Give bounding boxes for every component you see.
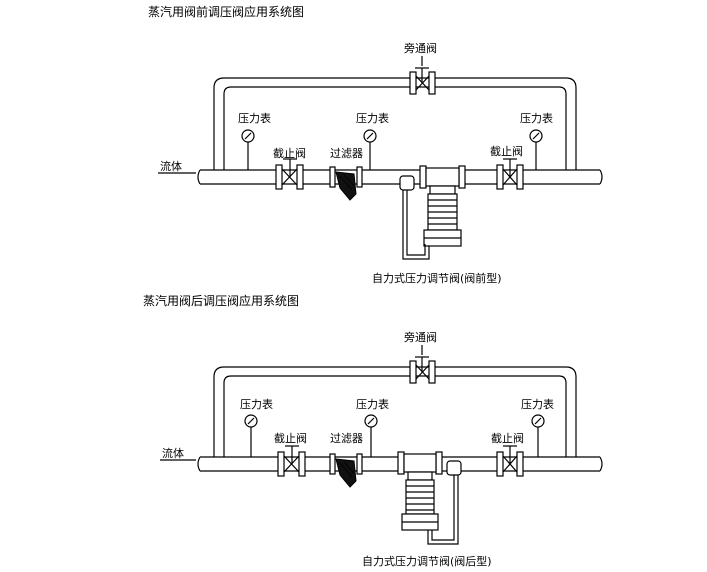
pressure-gauge-3 [529, 129, 543, 170]
pipe-ends [197, 169, 603, 185]
pressure-regulator[interactable] [397, 451, 462, 545]
gauge-label-3: 压力表 [521, 397, 554, 411]
pressure-gauge-2 [364, 414, 378, 457]
bypass-valve-label: 旁通阀 [404, 330, 437, 344]
pressure-gauge-2 [363, 129, 377, 170]
regulator-label: 自力式压力调节阀(阀前型) [372, 271, 502, 285]
bypass-pipe-inner [223, 375, 567, 457]
fluid-label: 流体 [160, 159, 182, 173]
bypass-pipe-inner [223, 86, 567, 170]
shutoff-label-1: 截止阀 [273, 146, 306, 160]
gauge-label-2: 压力表 [356, 111, 389, 125]
shutoff-valve-1[interactable] [277, 445, 306, 477]
bypass-pipe [213, 77, 577, 170]
pipe-ends [197, 456, 603, 472]
bypass-pipe [213, 366, 577, 457]
pressure-gauge-3 [531, 414, 545, 457]
shutoff-label-2: 截止阀 [491, 431, 524, 445]
diagram-upstream-regulator: 蒸汽用阀前调压阀应用系统图 旁通阀 流体 压力表 [148, 4, 603, 285]
gauge-label-1: 压力表 [240, 397, 273, 411]
shutoff-label-2: 截止阀 [490, 144, 523, 158]
diagram-title: 蒸汽用阀前调压阀应用系统图 [148, 4, 304, 19]
fluid-label: 流体 [162, 446, 184, 460]
filter[interactable] [329, 453, 363, 488]
pressure-regulator[interactable] [399, 165, 466, 260]
shutoff-label-1: 截止阀 [274, 431, 307, 445]
shutoff-valve-2[interactable] [496, 158, 524, 190]
pressure-gauge-1 [244, 414, 258, 457]
shutoff-valve-1[interactable] [275, 158, 304, 190]
diagram-title: 蒸汽用阀后调压阀应用系统图 [143, 293, 299, 308]
diagram-downstream-regulator: 蒸汽用阀后调压阀应用系统图 旁通阀 流体 压力表 压力表 [143, 293, 603, 568]
filter[interactable] [329, 166, 363, 201]
shutoff-valve-2[interactable] [496, 445, 524, 477]
bypass-valve[interactable] [409, 356, 436, 384]
filter-label: 过滤器 [330, 432, 363, 445]
pressure-gauge-1 [241, 129, 255, 170]
gauge-label-1: 压力表 [238, 111, 271, 125]
gauge-label-2: 压力表 [356, 397, 389, 411]
filter-label: 过滤器 [330, 147, 363, 160]
gauge-label-3: 压力表 [520, 111, 553, 125]
bypass-valve[interactable] [409, 67, 436, 95]
regulator-label: 自力式压力调节阀(阀后型) [362, 554, 492, 568]
bypass-valve-label: 旁通阀 [404, 41, 437, 55]
